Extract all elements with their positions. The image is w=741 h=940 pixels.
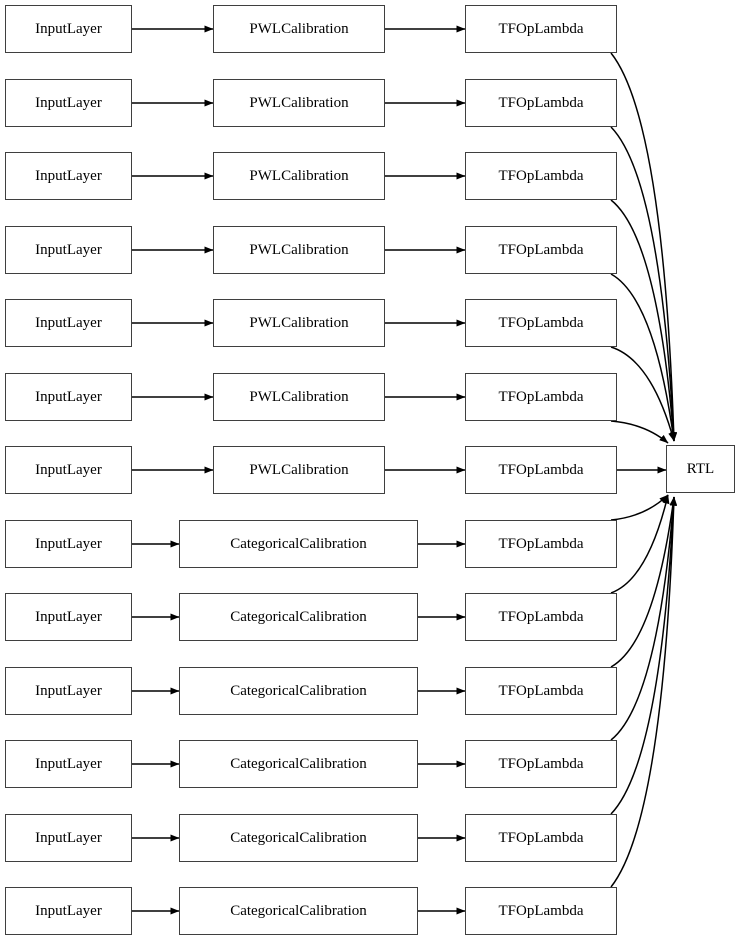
edge-lambda-to-rtl-0: [610, 52, 678, 442]
node-input-layer-12-label: InputLayer: [35, 902, 102, 919]
node-calibration-10[interactable]: CategoricalCalibration: [179, 740, 418, 788]
node-calibration-2-label: PWLCalibration: [249, 167, 349, 184]
node-tfoplambda-1[interactable]: TFOpLambda: [465, 79, 617, 127]
node-tfoplambda-5-label: TFOpLambda: [498, 388, 584, 405]
node-tfoplambda-8-label: TFOpLambda: [498, 608, 584, 625]
node-tfoplambda-4-label: TFOpLambda: [498, 314, 584, 331]
node-tfoplambda-2-label: TFOpLambda: [498, 167, 584, 184]
node-input-layer-6-label: InputLayer: [35, 461, 102, 478]
node-input-layer-7-label: InputLayer: [35, 535, 102, 552]
node-calibration-3[interactable]: PWLCalibration: [213, 226, 385, 274]
edge-lambda-to-rtl-4: [610, 346, 676, 442]
node-input-layer-10-label: InputLayer: [35, 755, 102, 772]
node-input-layer-12[interactable]: InputLayer: [5, 887, 132, 935]
node-calibration-3-label: PWLCalibration: [249, 241, 349, 258]
node-calibration-0-label: PWLCalibration: [249, 20, 349, 37]
node-tfoplambda-6-label: TFOpLambda: [498, 461, 584, 478]
node-tfoplambda-11[interactable]: TFOpLambda: [465, 814, 617, 862]
node-tfoplambda-0-label: TFOpLambda: [498, 20, 584, 37]
node-calibration-1[interactable]: PWLCalibration: [213, 79, 385, 127]
node-input-layer-6[interactable]: InputLayer: [5, 446, 132, 494]
node-input-layer-1-label: InputLayer: [35, 94, 102, 111]
node-tfoplambda-1-label: TFOpLambda: [498, 94, 584, 111]
node-calibration-10-label: CategoricalCalibration: [230, 755, 367, 772]
node-calibration-5[interactable]: PWLCalibration: [213, 373, 385, 421]
node-input-layer-2[interactable]: InputLayer: [5, 152, 132, 200]
node-input-layer-10[interactable]: InputLayer: [5, 740, 132, 788]
node-tfoplambda-5[interactable]: TFOpLambda: [465, 373, 617, 421]
node-calibration-12[interactable]: CategoricalCalibration: [179, 887, 418, 935]
node-tfoplambda-3-label: TFOpLambda: [498, 241, 584, 258]
edge-lambda-to-rtl-5: [610, 420, 669, 444]
edge-lambda-to-rtl-7: [610, 494, 669, 521]
node-calibration-7[interactable]: CategoricalCalibration: [179, 520, 418, 568]
node-input-layer-0-label: InputLayer: [35, 20, 102, 37]
node-calibration-9[interactable]: CategoricalCalibration: [179, 667, 418, 715]
node-input-layer-11[interactable]: InputLayer: [5, 814, 132, 862]
node-calibration-1-label: PWLCalibration: [249, 94, 349, 111]
node-tfoplambda-6[interactable]: TFOpLambda: [465, 446, 617, 494]
node-calibration-8-label: CategoricalCalibration: [230, 608, 367, 625]
node-tfoplambda-11-label: TFOpLambda: [498, 829, 584, 846]
node-input-layer-4[interactable]: InputLayer: [5, 299, 132, 347]
node-tfoplambda-12[interactable]: TFOpLambda: [465, 887, 617, 935]
edge-lambda-to-rtl-1: [610, 126, 678, 442]
node-input-layer-8[interactable]: InputLayer: [5, 593, 132, 641]
node-tfoplambda-9[interactable]: TFOpLambda: [465, 667, 617, 715]
edge-lambda-to-rtl-3: [610, 273, 677, 442]
node-calibration-11-label: CategoricalCalibration: [230, 829, 367, 846]
node-calibration-7-label: CategoricalCalibration: [230, 535, 367, 552]
node-rtl-output[interactable]: RTL: [666, 445, 735, 493]
node-calibration-9-label: CategoricalCalibration: [230, 682, 367, 699]
node-input-layer-9-label: InputLayer: [35, 682, 102, 699]
node-tfoplambda-2[interactable]: TFOpLambda: [465, 152, 617, 200]
node-calibration-4-label: PWLCalibration: [249, 314, 349, 331]
node-calibration-6-label: PWLCalibration: [249, 461, 349, 478]
node-tfoplambda-8[interactable]: TFOpLambda: [465, 593, 617, 641]
node-tfoplambda-10-label: TFOpLambda: [498, 755, 584, 772]
node-input-layer-5-label: InputLayer: [35, 388, 102, 405]
node-tfoplambda-9-label: TFOpLambda: [498, 682, 584, 699]
node-input-layer-3-label: InputLayer: [35, 241, 102, 258]
node-calibration-8[interactable]: CategoricalCalibration: [179, 593, 418, 641]
node-calibration-0[interactable]: PWLCalibration: [213, 5, 385, 53]
node-calibration-4[interactable]: PWLCalibration: [213, 299, 385, 347]
node-input-layer-1[interactable]: InputLayer: [5, 79, 132, 127]
node-tfoplambda-12-label: TFOpLambda: [498, 902, 584, 919]
node-tfoplambda-10[interactable]: TFOpLambda: [465, 740, 617, 788]
edge-lambda-to-rtl-12: [610, 496, 678, 888]
node-input-layer-8-label: InputLayer: [35, 608, 102, 625]
node-input-layer-3[interactable]: InputLayer: [5, 226, 132, 274]
node-tfoplambda-7-label: TFOpLambda: [498, 535, 584, 552]
node-tfoplambda-3[interactable]: TFOpLambda: [465, 226, 617, 274]
edge-lambda-to-rtl-9: [610, 496, 677, 668]
node-input-layer-5[interactable]: InputLayer: [5, 373, 132, 421]
node-tfoplambda-4[interactable]: TFOpLambda: [465, 299, 617, 347]
edge-lambda-to-rtl-8: [610, 494, 670, 594]
node-calibration-5-label: PWLCalibration: [249, 388, 349, 405]
edge-lambda-to-rtl-11: [610, 496, 678, 815]
node-input-layer-4-label: InputLayer: [35, 314, 102, 331]
node-tfoplambda-7[interactable]: TFOpLambda: [465, 520, 617, 568]
node-input-layer-0[interactable]: InputLayer: [5, 5, 132, 53]
node-rtl-output-label: RTL: [686, 460, 715, 477]
node-calibration-2[interactable]: PWLCalibration: [213, 152, 385, 200]
node-tfoplambda-0[interactable]: TFOpLambda: [465, 5, 617, 53]
node-input-layer-7[interactable]: InputLayer: [5, 520, 132, 568]
edge-lambda-to-rtl-10: [610, 496, 677, 741]
node-input-layer-9[interactable]: InputLayer: [5, 667, 132, 715]
node-calibration-11[interactable]: CategoricalCalibration: [179, 814, 418, 862]
node-input-layer-2-label: InputLayer: [35, 167, 102, 184]
edge-lambda-to-rtl-2: [610, 199, 677, 442]
node-calibration-12-label: CategoricalCalibration: [230, 902, 367, 919]
node-input-layer-11-label: InputLayer: [35, 829, 102, 846]
node-calibration-6[interactable]: PWLCalibration: [213, 446, 385, 494]
